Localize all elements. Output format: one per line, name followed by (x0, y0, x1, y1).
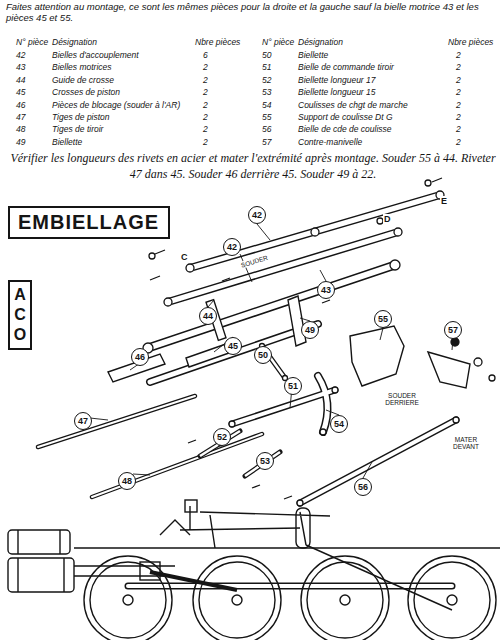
callout-number: 51 (284, 377, 302, 395)
table-cell-number: 2 (203, 63, 208, 73)
table-cell-number: 50 (262, 51, 271, 61)
table-cell-name: Biellette (52, 138, 82, 148)
part-shapes (108, 296, 470, 476)
table-cell-number: 55 (262, 113, 271, 123)
logo-letters: A C O (12, 285, 28, 345)
table-cell-number: 2 (456, 76, 461, 86)
table-cell-name: Bielles motrices (52, 63, 112, 73)
table-cell-number: 2 (456, 113, 461, 123)
callout-number: 55 (374, 310, 392, 328)
table-cell-number: 45 (16, 88, 25, 98)
table-header: Désignation (52, 38, 97, 48)
callout-number: 52 (213, 428, 231, 446)
callout-number: 45 (224, 337, 242, 355)
table-cell-number: 2 (456, 63, 461, 73)
table-cell-name: Support de coulisse Dt G (298, 113, 393, 123)
callout-number: 46 (131, 348, 149, 366)
instruction-note: Vérifier les longueurs des rivets en aci… (10, 150, 496, 182)
table-cell-number: 2 (203, 113, 208, 123)
leader-lines (90, 224, 453, 478)
callout-number: 47 (74, 412, 92, 430)
callout-number: 56 (354, 478, 372, 496)
table-cell-name: Crosses de piston (52, 88, 120, 98)
table-cell-number: 2 (456, 88, 461, 98)
callout-number: 53 (256, 452, 274, 470)
locomotive-side-view (8, 500, 500, 640)
table-cell-number: 2 (456, 101, 461, 111)
table-cell-number: 43 (16, 63, 25, 73)
rod-core (38, 195, 456, 586)
callout-number: 43 (317, 281, 335, 299)
title-text: EMBIELLAGE (18, 211, 160, 234)
weld-note: SOUDER DERRIERE (382, 392, 422, 406)
callout-number: 42 (248, 206, 266, 224)
table-cell-name: Bielle de cde de coulisse (298, 125, 392, 135)
assembly-note: Faites attention au montage, ce sont les… (6, 2, 498, 24)
table-cell-number: 2 (203, 76, 208, 86)
table-cell-name: Biellette (298, 51, 328, 61)
callout-number: 44 (199, 307, 217, 325)
table-cell-number: 56 (262, 125, 271, 135)
table-cell-number: 51 (262, 63, 271, 73)
table-cell-number: 2 (456, 51, 461, 61)
table-cell-number: 2 (203, 125, 208, 135)
table-cell-name: Bielle de commande tiroir (298, 63, 394, 73)
table-cell-name: Pièces de blocage (souder à l'AR) (52, 101, 180, 111)
table-cell-name: Guide de crosse (52, 76, 114, 86)
table-header: N° pièce (16, 38, 48, 48)
pin-letter: E (440, 196, 448, 206)
pin-letter: D (383, 214, 392, 224)
table-cell-number: 2 (203, 88, 208, 98)
table-cell-number: 2 (456, 125, 461, 135)
table-cell-number: 44 (16, 76, 25, 86)
callout-number: 57 (444, 321, 462, 339)
table-cell-name: Bielles d'accouplement (52, 51, 139, 61)
peen-note: MATER DEVANT (448, 436, 484, 450)
table-cell-number: 2 (203, 101, 208, 111)
table-cell-name: Tiges de piston (52, 113, 110, 123)
table-cell-number: 57 (262, 138, 271, 148)
callout-number: 48 (118, 472, 136, 490)
callout-number: 50 (254, 346, 272, 364)
logo-box: A C O (8, 280, 32, 350)
pin-letter: C (180, 252, 189, 262)
callout-number: 49 (301, 321, 319, 339)
table-cell-number: 47 (16, 113, 25, 123)
table-cell-number: 53 (262, 88, 271, 98)
rivets (143, 178, 495, 506)
table-cell-name: Contre-manivelle (298, 138, 362, 148)
table-cell-number: 48 (16, 125, 25, 135)
table-cell-number: 54 (262, 101, 271, 111)
table-cell-name: Biellette longueur 17 (298, 76, 376, 86)
table-header: Nbre pièces (195, 38, 240, 48)
table-header: Désignation (298, 38, 343, 48)
table-cell-number: 2 (456, 138, 461, 148)
table-cell-name: Coulisses de chgt de marche (298, 101, 408, 111)
table-cell-number: 2 (203, 138, 208, 148)
table-cell-number: 49 (16, 138, 25, 148)
table-cell-number: 46 (16, 101, 25, 111)
callout-number: 54 (330, 415, 348, 433)
table-cell-name: Tiges de tiroir (52, 125, 103, 135)
table-cell-name: Biellette longueur 15 (298, 88, 376, 98)
rod-outline (38, 195, 456, 586)
table-cell-number: 42 (16, 51, 25, 61)
table-header: N° pièce (262, 38, 294, 48)
table-cell-number: 52 (262, 76, 271, 86)
table-header: Nbre pièces (448, 38, 493, 48)
callout-number: 42 (223, 238, 241, 256)
table-cell-number: 6 (203, 51, 208, 61)
title-box: EMBIELLAGE (8, 206, 170, 239)
